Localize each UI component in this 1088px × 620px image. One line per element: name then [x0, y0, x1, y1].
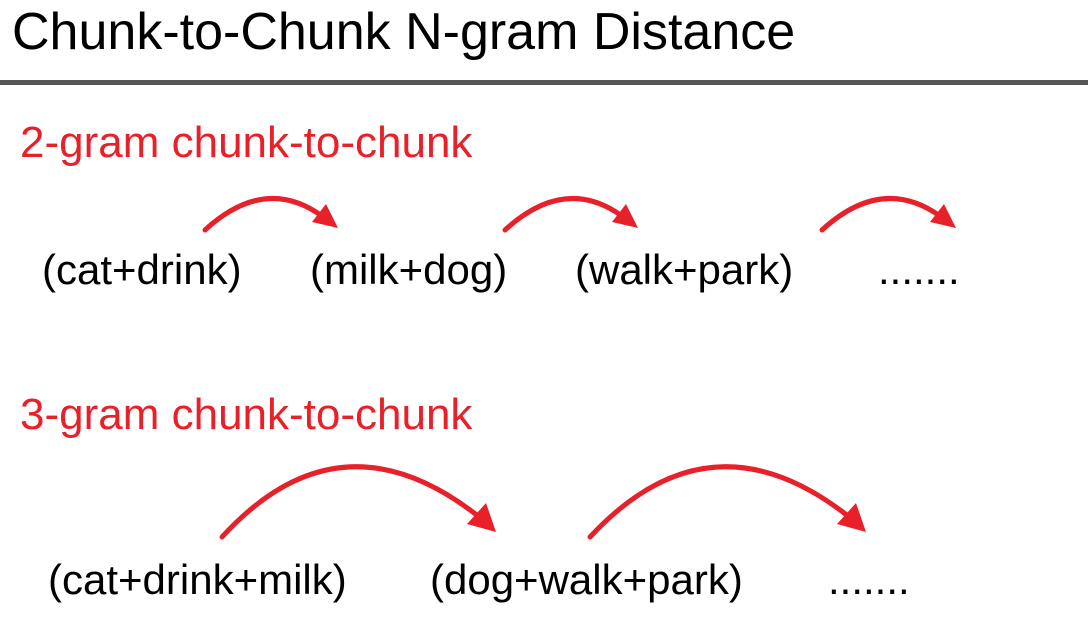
chunk-3gram-2: (dog+walk+park): [430, 556, 743, 603]
arrow-2gram-3-to-next: [819, 196, 943, 233]
chunk-2gram-ellipsis: .......: [878, 246, 960, 293]
arrow-2gram-2-to-3-head: [612, 204, 638, 228]
chunk-3gram-ellipsis: .......: [828, 556, 910, 603]
diagram-title: Chunk-to-Chunk N-gram Distance: [12, 3, 796, 61]
arrow-2gram-1-to-2-head: [312, 204, 338, 228]
chunk-2gram-1: (cat+drink): [42, 246, 242, 293]
arrow-3gram-1-to-2-head: [467, 503, 496, 532]
arrow-2gram-1-to-2: [202, 196, 325, 233]
chunk-3gram-1: (cat+drink+milk): [48, 556, 347, 603]
arrow-3gram-2-to-next: [587, 464, 851, 540]
chunk-2gram-2: (milk+dog): [310, 246, 508, 293]
title-divider: [0, 80, 1088, 85]
arrow-2gram-2-to-3: [502, 196, 625, 233]
chunk-2gram-3: (walk+park): [575, 246, 794, 293]
arrow-3gram-1-to-2: [219, 464, 481, 540]
arrow-3gram-2-to-next-head: [837, 503, 866, 532]
section-heading-2gram: 2-gram chunk-to-chunk: [20, 118, 473, 167]
section-heading-3gram: 3-gram chunk-to-chunk: [20, 390, 473, 439]
arrow-2gram-3-to-next-head: [930, 204, 956, 228]
